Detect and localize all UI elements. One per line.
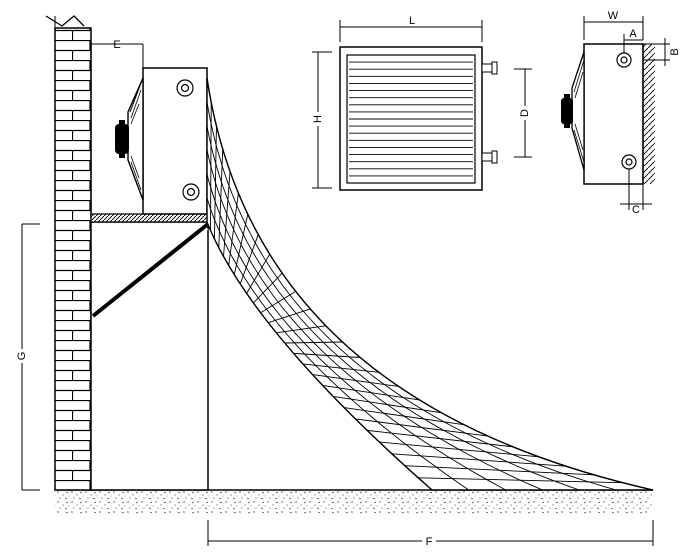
label-h: H	[312, 115, 324, 123]
dimension-a: A	[623, 28, 643, 53]
support-structure	[90, 44, 210, 491]
brick-wall	[45, 15, 92, 491]
dimension-h: H	[312, 51, 332, 189]
label-l: L	[409, 15, 415, 27]
dimension-w: W	[583, 10, 644, 40]
dimension-f: F	[207, 520, 654, 548]
throw-grid-curve	[206, 101, 617, 491]
pipe-connection-icon	[176, 79, 194, 97]
pipe-connection-icon	[621, 154, 637, 170]
dimension-e: E	[91, 39, 144, 68]
pipe-connection-icon	[481, 150, 498, 164]
throw-grid-curve	[206, 197, 470, 491]
label-w: W	[608, 10, 619, 22]
dimension-g: G	[16, 223, 40, 491]
pipe-connection-icon	[616, 52, 632, 68]
air-throw-pattern	[206, 77, 654, 491]
unit-heater-side-detail	[561, 43, 655, 185]
pipe-connection-icon	[481, 61, 498, 75]
label-a: A	[629, 28, 637, 40]
label-c: C	[632, 204, 640, 216]
throw-grid-curve	[206, 149, 543, 491]
label-b: B	[669, 48, 681, 55]
label-e: E	[113, 39, 120, 51]
unit-heater-side	[115, 67, 208, 215]
pipe-connection-icon	[182, 183, 200, 201]
air-throw-grid	[206, 101, 623, 491]
floor	[55, 489, 653, 514]
dimension-l: L	[339, 15, 483, 42]
label-g: G	[16, 352, 28, 361]
dimension-c: C	[620, 169, 652, 216]
label-d: D	[519, 109, 531, 117]
louvers	[349, 61, 473, 177]
label-f: F	[426, 536, 433, 548]
throw-grid-curve	[206, 173, 506, 491]
dimension-b: B	[643, 38, 681, 66]
fan-motor-icon	[115, 77, 144, 201]
unit-heater-front	[339, 46, 498, 191]
fan-motor-icon	[561, 51, 585, 171]
dimension-d: D	[514, 68, 532, 158]
throw-grid-curve	[206, 125, 580, 491]
